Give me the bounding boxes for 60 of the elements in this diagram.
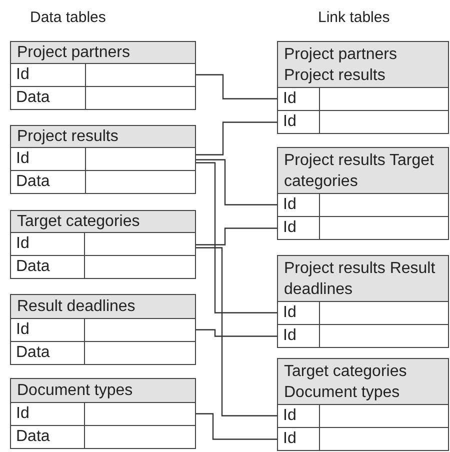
table-row [11, 426, 195, 448]
field-name: Id [283, 195, 296, 216]
field-name: Data [16, 88, 50, 108]
connector-line [196, 122, 277, 156]
connector-line [196, 159, 277, 206]
connector-line [196, 413, 277, 440]
field-name: Data [16, 257, 50, 278]
table-row [11, 148, 195, 170]
table [277, 358, 449, 451]
field-name: Id [16, 65, 30, 86]
table-row [11, 403, 195, 426]
table-header: Document types [11, 379, 195, 403]
field-name: Id [283, 89, 296, 110]
table [10, 378, 196, 449]
table [10, 210, 196, 279]
table-row [278, 216, 448, 239]
field-name: Id [16, 149, 30, 170]
field-name: Data [16, 427, 50, 448]
table [277, 147, 449, 240]
table [10, 41, 196, 110]
field-name: Id [283, 429, 296, 450]
table-row [11, 64, 195, 86]
connector-line [196, 329, 277, 337]
table [277, 255, 449, 348]
table [10, 294, 196, 365]
field-name: Data [16, 343, 50, 364]
field-name: Id [283, 326, 296, 346]
table-row [278, 302, 448, 324]
table-header: Project results Result deadlines [278, 256, 448, 302]
table-row [278, 405, 448, 428]
field-name: Id [283, 112, 296, 132]
table-header: Project partners Project results [278, 42, 448, 88]
field-name: Id [283, 406, 296, 426]
connector-line [196, 247, 277, 416]
column-heading: Data tables [30, 8, 106, 28]
field-name: Id [16, 320, 30, 340]
connector-line [196, 74, 277, 100]
table-row [278, 324, 448, 347]
table-header: Target categories [11, 211, 195, 233]
table-row [11, 233, 195, 256]
table [277, 41, 449, 134]
table-row [278, 110, 448, 133]
field-name: Data [16, 172, 50, 192]
table-header: Target categories Document types [278, 359, 448, 405]
field-name: Id [16, 234, 30, 254]
column-heading: Link tables [318, 8, 390, 28]
table-header: Project results Target categories [278, 148, 448, 194]
table [10, 125, 196, 194]
table-row [11, 319, 195, 342]
table-header: Project partners [11, 42, 195, 64]
field-name: Id [16, 404, 30, 424]
connector-line [196, 162, 277, 314]
connector-line [196, 228, 277, 246]
table-row [11, 86, 195, 109]
table-header: Result deadlines [11, 295, 195, 319]
table-header: Project results [11, 126, 195, 148]
field-name: Id [283, 303, 296, 324]
table-row [278, 194, 448, 216]
table-row [278, 88, 448, 110]
field-name: Id [283, 218, 296, 238]
